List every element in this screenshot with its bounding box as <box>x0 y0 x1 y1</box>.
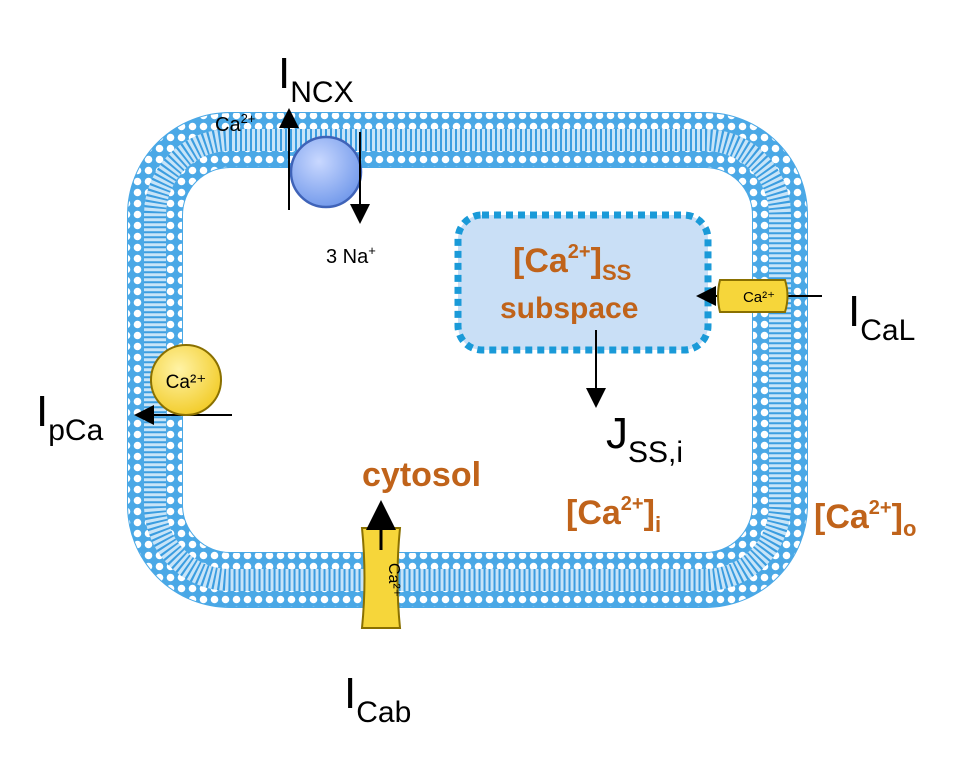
background-channel <box>360 500 402 629</box>
cab-current-label: ICab <box>344 669 412 729</box>
pca-current-label: IpCa <box>36 387 104 447</box>
ncx-na-label: 3 Na+ <box>326 243 376 268</box>
pca-ion-label: Ca²⁺ <box>166 372 207 393</box>
pmca-pump <box>134 344 232 425</box>
ncx-ca-label: Ca2+ <box>215 111 256 136</box>
cal-ion-label: Ca²⁺ <box>743 289 775 306</box>
cell-membrane <box>127 112 808 608</box>
cal-current-label: ICaL <box>848 287 916 347</box>
ltype-channel <box>696 279 822 313</box>
jss-flux-label: JSS,i <box>606 409 684 469</box>
cytosol-name-label: cytosol <box>362 456 482 494</box>
cab-ion-label: Ca²⁺ <box>385 563 402 597</box>
subspace-compartment <box>454 211 712 354</box>
ncx-current-label: INCX <box>278 49 354 109</box>
outside-conc-label: [Ca2+]o <box>814 497 917 541</box>
cytosol-conc-label: [Ca2+]i <box>566 493 662 537</box>
subspace-conc-label: [Ca2+]SS <box>513 241 632 285</box>
ncx-exchanger <box>279 108 370 224</box>
subspace-name-label: subspace <box>500 292 639 325</box>
